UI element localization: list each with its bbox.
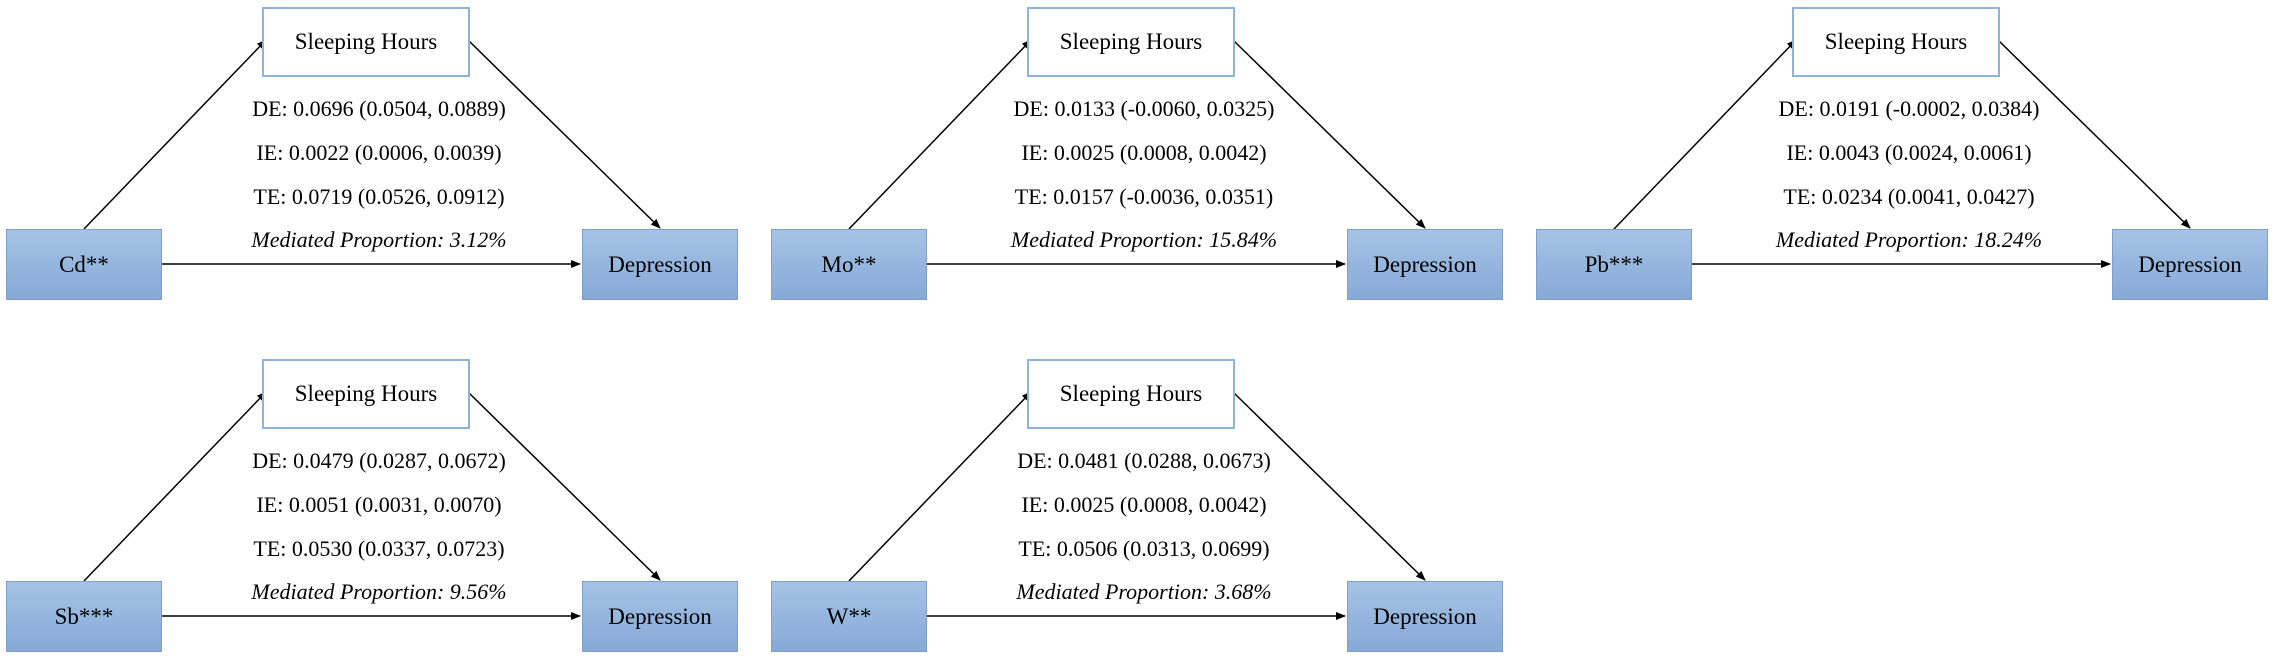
mediator-box: Sleeping Hours <box>1027 7 1235 77</box>
direct-effect-text: DE: 0.0696 (0.0504, 0.0889) <box>252 96 506 121</box>
exposure-box: W** <box>771 581 927 652</box>
exposure-box: Mo** <box>771 229 927 300</box>
total-effect-text: TE: 0.0506 (0.0313, 0.0699) <box>1018 536 1270 561</box>
path-arrows <box>848 39 1426 268</box>
arrow-mediator-to-outcome <box>467 39 661 229</box>
mediated-proportion-text: Mediated Proportion: 3.12% <box>251 227 507 252</box>
mediation-panel-cd: Sleeping Hours Cd** Depression DE: 0.069… <box>0 0 740 300</box>
mediator-box: Sleeping Hours <box>262 7 470 77</box>
outcome-box: Depression <box>582 581 738 652</box>
direct-effect-text: DE: 0.0481 (0.0288, 0.0673) <box>1017 448 1271 473</box>
outcome-box: Depression <box>2112 229 2268 300</box>
path-arrows <box>83 39 661 268</box>
outcome-label: Depression <box>608 603 712 629</box>
indirect-effect-text: IE: 0.0022 (0.0006, 0.0039) <box>256 140 502 165</box>
outcome-label: Depression <box>2138 251 2242 277</box>
mediator-label: Sleeping Hours <box>1059 29 1203 54</box>
mediation-panel-mo: Sleeping Hours Mo** Depression DE: 0.013… <box>765 0 1505 300</box>
mediator-label: Sleeping Hours <box>294 381 438 406</box>
exposure-label: W** <box>826 603 872 629</box>
exposure-label: Cd** <box>59 251 109 277</box>
mediation-panel-w: Sleeping Hours W** Depression DE: 0.0481… <box>765 352 1505 652</box>
indirect-effect-text: IE: 0.0043 (0.0024, 0.0061) <box>1786 140 2032 165</box>
exposure-box: Pb*** <box>1536 229 1692 300</box>
exposure-label: Pb*** <box>1584 251 1644 277</box>
arrow-mediator-to-outcome <box>1997 39 2191 229</box>
outcome-label: Depression <box>1373 603 1477 629</box>
total-effect-text: TE: 0.0234 (0.0041, 0.0427) <box>1783 184 2035 209</box>
arrow-exposure-to-mediator <box>848 39 1032 230</box>
path-arrows <box>848 391 1426 620</box>
mediator-box: Sleeping Hours <box>1027 359 1235 429</box>
total-effect-text: TE: 0.0157 (-0.0036, 0.0351) <box>1014 184 1274 209</box>
path-arrows <box>1613 39 2191 268</box>
exposure-box: Cd** <box>6 229 162 300</box>
exposure-label: Sb*** <box>54 603 114 629</box>
path-arrows <box>83 391 661 620</box>
mediator-box: Sleeping Hours <box>262 359 470 429</box>
mediated-proportion-text: Mediated Proportion: 15.84% <box>1010 227 1278 252</box>
mediator-label: Sleeping Hours <box>1824 29 1968 54</box>
outcome-box: Depression <box>1347 581 1503 652</box>
mediation-panel-sb: Sleeping Hours Sb*** Depression DE: 0.04… <box>0 352 740 652</box>
indirect-effect-text: IE: 0.0025 (0.0008, 0.0042) <box>1021 492 1267 517</box>
exposure-label: Mo** <box>821 251 877 277</box>
mediator-label: Sleeping Hours <box>294 29 438 54</box>
outcome-label: Depression <box>608 251 712 277</box>
outcome-label: Depression <box>1373 251 1477 277</box>
outcome-box: Depression <box>1347 229 1503 300</box>
total-effect-text: TE: 0.0530 (0.0337, 0.0723) <box>253 536 505 561</box>
arrow-exposure-to-mediator <box>1613 39 1797 230</box>
mediator-label: Sleeping Hours <box>1059 381 1203 406</box>
direct-effect-text: DE: 0.0191 (-0.0002, 0.0384) <box>1778 96 2040 121</box>
arrow-mediator-to-outcome <box>1232 391 1426 581</box>
arrow-exposure-to-mediator <box>83 391 267 582</box>
arrow-exposure-to-mediator <box>848 391 1032 582</box>
arrow-exposure-to-mediator <box>83 39 267 230</box>
outcome-box: Depression <box>582 229 738 300</box>
mediated-proportion-text: Mediated Proportion: 18.24% <box>1775 227 2043 252</box>
total-effect-text: TE: 0.0719 (0.0526, 0.0912) <box>253 184 505 209</box>
indirect-effect-text: IE: 0.0025 (0.0008, 0.0042) <box>1021 140 1267 165</box>
direct-effect-text: DE: 0.0133 (-0.0060, 0.0325) <box>1013 96 1275 121</box>
arrow-mediator-to-outcome <box>1232 39 1426 229</box>
indirect-effect-text: IE: 0.0051 (0.0031, 0.0070) <box>256 492 502 517</box>
arrow-mediator-to-outcome <box>467 391 661 581</box>
mediator-box: Sleeping Hours <box>1792 7 2000 77</box>
mediation-panel-pb: Sleeping Hours Pb*** Depression DE: 0.01… <box>1530 0 2270 300</box>
exposure-box: Sb*** <box>6 581 162 652</box>
mediated-proportion-text: Mediated Proportion: 9.56% <box>251 579 507 604</box>
direct-effect-text: DE: 0.0479 (0.0287, 0.0672) <box>252 448 506 473</box>
mediated-proportion-text: Mediated Proportion: 3.68% <box>1016 579 1272 604</box>
